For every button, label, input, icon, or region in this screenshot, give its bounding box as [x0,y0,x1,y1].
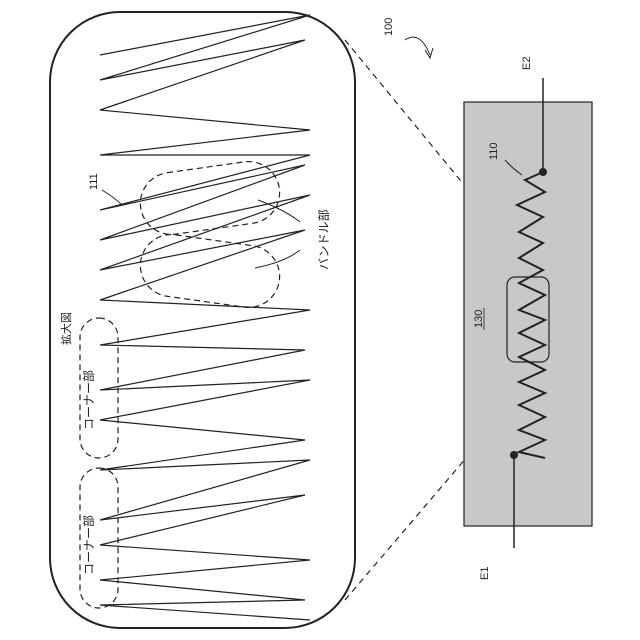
zigzag-ref-label: 111 [88,173,100,190]
terminal-e2-dot [539,168,547,176]
terminal-e1-label: E1 [479,567,491,580]
substrate-ref-label: 130 [473,310,485,328]
bundle-region-upper [136,158,283,239]
corner-part-label-1: コーナー部 [81,370,96,430]
enlarged-view-label: 拡大図 [59,312,73,345]
enlarged-zigzag-line [100,15,310,620]
corner-part-label-2: コーナー部 [81,515,96,575]
zigzag-ref-leader [102,190,122,205]
resistor-ref-label: 110 [488,142,500,160]
bundle-region-lower [136,231,283,312]
terminal-e2-label: E2 [521,57,533,70]
bundle-part-label: バンドル部 [316,209,331,270]
device-ref-label: 100 [383,18,395,36]
terminal-e1-dot [510,451,518,459]
